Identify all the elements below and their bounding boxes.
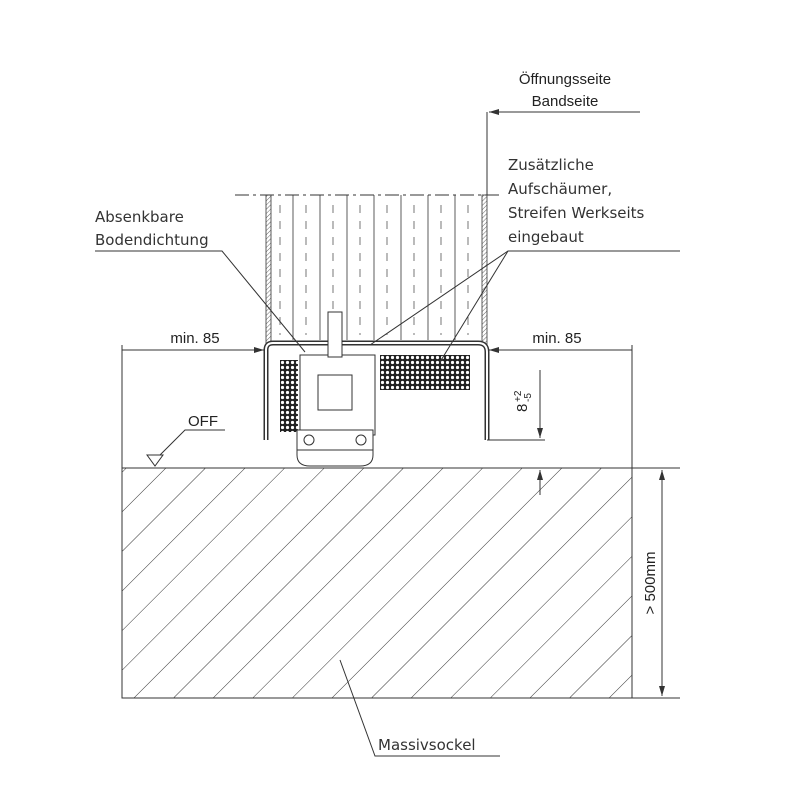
bottom-profile: [263, 340, 490, 440]
intumescent-label-line4: eingebaut: [508, 228, 584, 246]
opening-side-label: Öffnungsseite: [519, 70, 611, 88]
hinge-side-label: Bandseite: [532, 93, 599, 110]
door-leaf: [235, 112, 500, 346]
drop-down-seal: [296, 311, 374, 467]
solid-base: [121, 467, 680, 699]
seal-label-line2: Bodendichtung: [95, 231, 209, 249]
seal-label-line1: Absenkbare: [95, 208, 184, 226]
min-left-dimension: min. 85: [170, 330, 219, 347]
intumescent-label-line2: Aufschäumer,: [508, 180, 612, 198]
intumescent-label-line3: Streifen Werkseits: [508, 204, 645, 222]
height-dimension: > 500mm: [642, 552, 659, 615]
gap-tolerance-minus: -5: [523, 393, 534, 402]
gap-tolerance-plus: +2: [513, 390, 524, 402]
gap-dimension: 8: [514, 404, 531, 412]
base-label: Massivsockel: [378, 736, 476, 754]
min-right-dimension: min. 85: [532, 330, 581, 347]
intumescent-label-line1: Zusätzliche: [508, 156, 594, 174]
finished-floor-label: OFF: [188, 413, 218, 430]
